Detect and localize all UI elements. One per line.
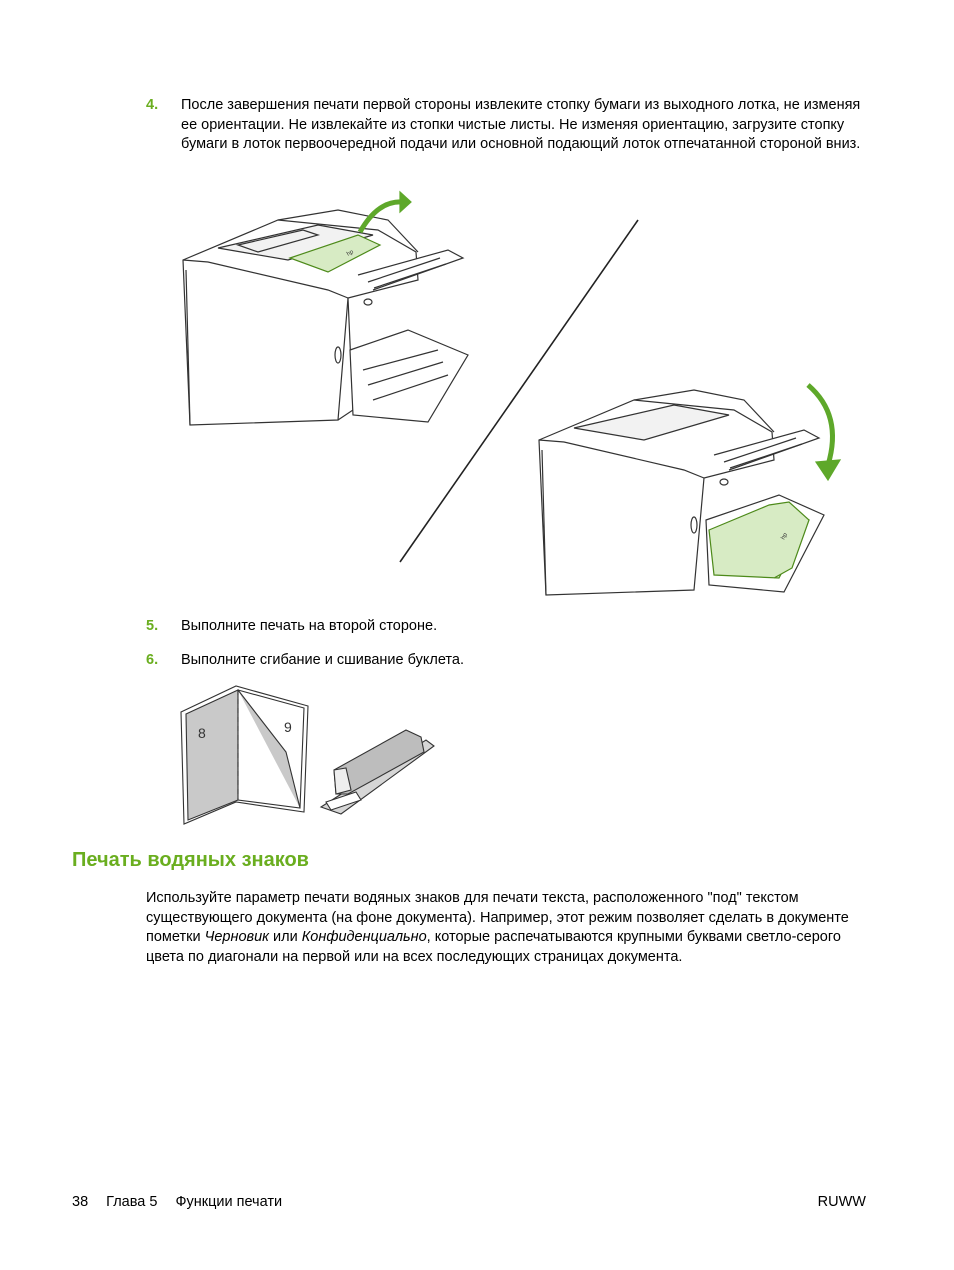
booklet-page-right: 9 <box>284 719 292 735</box>
step-number: 6. <box>146 652 159 668</box>
para-text-1: Используйте параметр печати водяных знак… <box>146 890 849 945</box>
para-text-3: , которые распечатываются крупными буква… <box>146 929 841 965</box>
footer-chapter-title: Функции печати <box>175 1194 283 1210</box>
section-title: Печать водяных знаков <box>72 849 309 871</box>
section-paragraph: Используйте параметр печати водяных знак… <box>146 889 876 967</box>
printer-duplex-illustration: hp hp <box>182 190 842 596</box>
booklet-stapler-illustration: 8 9 <box>180 685 435 825</box>
step-text: После завершения печати первой стороны и… <box>181 97 861 152</box>
svg-text:hp: hp <box>346 249 355 258</box>
step-text: Выполните печать на второй стороне. <box>181 618 438 634</box>
step-5: 5. Выполните печать на второй стороне. <box>146 617 876 637</box>
step-6: 6. Выполните сгибание и сшивание буклета… <box>146 651 876 671</box>
footer-right: RUWW <box>817 1194 866 1210</box>
italic-confidential: Конфиденциально <box>301 929 427 945</box>
page-number: 38 <box>72 1194 89 1210</box>
booklet-page-left: 8 <box>198 725 206 741</box>
step-number: 4. <box>146 97 159 113</box>
svg-text:hp: hp <box>781 532 790 541</box>
footer-left: 38 Глава 5 Функции печати <box>72 1194 296 1210</box>
step-4: 4. После завершения печати первой сторон… <box>146 96 876 155</box>
footer-chapter: Глава 5 <box>106 1194 158 1210</box>
printer-1: hp <box>182 209 469 426</box>
step-number: 5. <box>146 618 159 634</box>
step-text: Выполните сгибание и сшивание буклета. <box>181 652 464 668</box>
italic-draft: Черновик <box>204 929 270 945</box>
printer-2: hp <box>538 389 825 596</box>
para-text-2: или <box>269 929 302 945</box>
